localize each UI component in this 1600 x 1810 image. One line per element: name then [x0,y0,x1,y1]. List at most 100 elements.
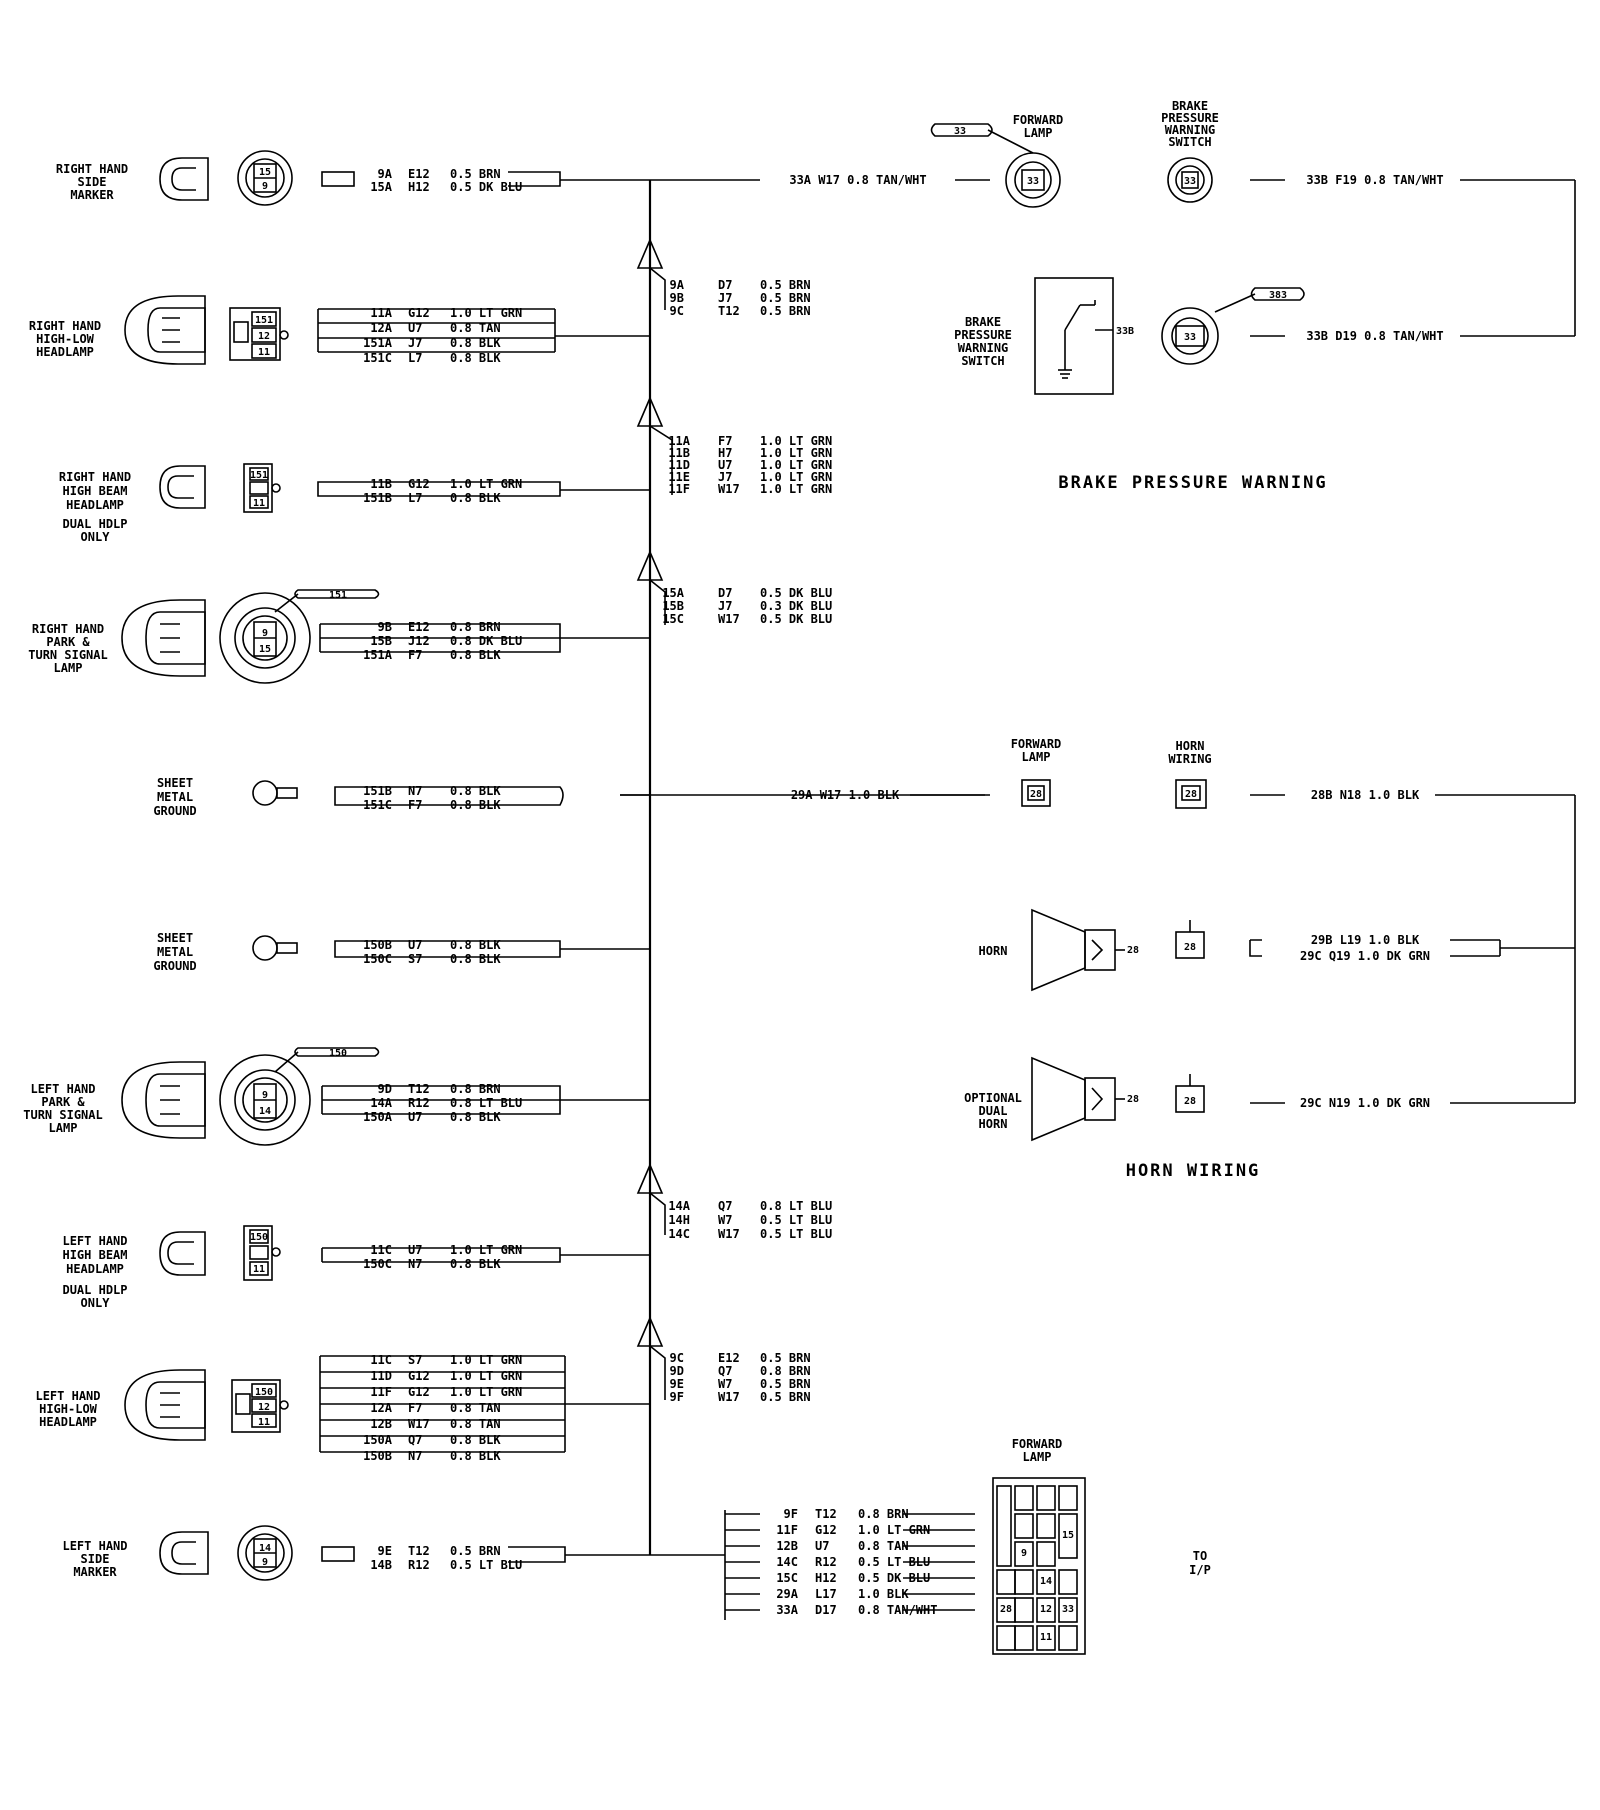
wire-id: 14B [370,1558,392,1572]
component-label: LAMP [49,1121,78,1135]
wire-pin: H12 [815,1571,837,1585]
wire-id: 15C [776,1571,798,1585]
section-title-brake: BRAKE PRESSURE WARNING [1058,473,1327,493]
wire-pin: H7 [718,446,732,460]
lh-high-low-plug [124,1369,206,1441]
wire-id: 12B [776,1539,798,1553]
wire-spec: 1.0 LT GRN [450,1385,522,1399]
wire-pin: W7 [718,1213,732,1227]
wire-pin: W17 [718,1390,740,1404]
horn-symbol [1031,908,1125,992]
component-label: HIGH BEAM [62,484,127,498]
pin-label: 33 [1184,332,1196,343]
wire-spec: 0.5 BRN [450,167,501,181]
component-label: ONLY [81,530,111,544]
wire-pin: J7 [408,336,422,350]
lh-high-beam-socket [243,1225,281,1281]
component-label: TO [1193,1549,1207,1563]
wire-pin: E12 [718,1351,740,1365]
wire-spec: 1.0 LT GRN [760,434,832,448]
component-label: LEFT HAND [35,1389,100,1403]
wire-label: 33B D19 0.8 TAN/WHT [1306,329,1443,343]
wire-pin: D7 [718,278,732,292]
pin-label: 28 [1030,789,1042,800]
pin-label: 14 [259,1106,271,1117]
wire-pin: G12 [815,1523,837,1537]
callout-number: 33 [954,126,966,137]
wire-id: 9E [670,1377,684,1391]
wire-label: 29C N19 1.0 DK GRN [1300,1096,1430,1110]
wire-id: 12A [370,321,392,335]
component-label: FORWARD [1011,737,1062,751]
wire-id: 14C [776,1555,798,1569]
wire-id: 150A [363,1433,393,1447]
wire-spec: 0.5 BRN [760,1351,811,1365]
wire-pin: N7 [408,1257,422,1271]
wire-pin: S7 [408,1353,422,1367]
pin-label: 28 [1184,1096,1196,1107]
rh-side-marker-socket [237,150,293,206]
wire-pin: L17 [815,1587,837,1601]
wire-pin: J12 [408,634,430,648]
wire-spec: 0.8 TAN [450,1417,501,1431]
wire-pin: F7 [408,798,422,812]
lh-high-beam-plug [159,1231,206,1276]
wire-id: 11D [668,458,690,472]
wire-pin: D17 [815,1603,837,1617]
wire-spec: 0.5 LT BLU [858,1555,930,1569]
pin-label: 9 [262,1090,268,1101]
wire-id: 15A [370,180,392,194]
component-label: BRAKE [965,315,1001,329]
wire-id: 11B [370,477,392,491]
wire-spec: 1.0 LT GRN [450,1369,522,1383]
component-label: SWITCH [961,354,1004,368]
component-label: I/P [1189,1563,1211,1577]
component-label: PARK & [41,1095,85,1109]
rh-high-beam-plug [159,465,206,509]
wire-pin: G12 [408,477,430,491]
wire-id: 9B [670,291,684,305]
rh-high-beam-socket [243,463,281,513]
pin-label: 9 [262,181,268,192]
wire-pin: Q7 [718,1199,732,1213]
pin-label: 28 [1185,789,1197,800]
component-label: PRESSURE [954,328,1012,342]
wire-spec: 1.0 LT GRN [760,446,832,460]
wire-pin: G12 [408,1385,430,1399]
component-label: HORN [1176,739,1205,753]
wire-spec: 0.5 LT BLU [450,1558,522,1572]
wire-pin: N7 [408,1449,422,1463]
wire-pin: U7 [408,938,422,952]
wire-pin: E12 [408,620,430,634]
wire-spec: 0.8 BRN [858,1507,909,1521]
wire-id: 11D [370,1369,392,1383]
wire-id: 9D [378,1082,392,1096]
component-label: SHEET [157,931,193,945]
rh-park-turn-plug [121,599,206,677]
wire-label: 29C Q19 1.0 DK GRN [1300,949,1430,963]
wire-spec: 0.8 BLK [450,952,501,966]
component-label: RIGHT HAND [59,470,131,484]
wire-spec: 0.5 BRN [760,1390,811,1404]
component-label: WARNING [958,341,1009,355]
wire-spec: 0.5 BRN [760,304,811,318]
wire-spec: 0.8 BLK [450,1257,501,1271]
pin-label: 33 [1184,176,1196,187]
wire-pin: R12 [408,1096,430,1110]
wire-spec: 0.8 BLK [450,784,501,798]
wire-spec: 1.0 LT GRN [858,1523,930,1537]
component-label: METAL [157,945,193,959]
pin-label: 9 [262,1557,268,1568]
wire-spec: 0.5 DK BLU [858,1571,930,1585]
pin-label: 11 [1040,1632,1052,1643]
pin-label: 11 [258,347,270,358]
rh-park-turn-socket [219,592,311,684]
component-label: SWITCH [1168,135,1211,149]
wire-spec: 0.8 BLK [450,1449,501,1463]
wire-pin: U7 [718,458,732,472]
lh-park-turn-socket [219,1054,311,1146]
component-label: SIDE [78,175,107,189]
pin-label: 9 [1021,1548,1027,1559]
wire-id: 11A [370,306,392,320]
wire-spec: 0.5 LT BLU [760,1227,832,1241]
